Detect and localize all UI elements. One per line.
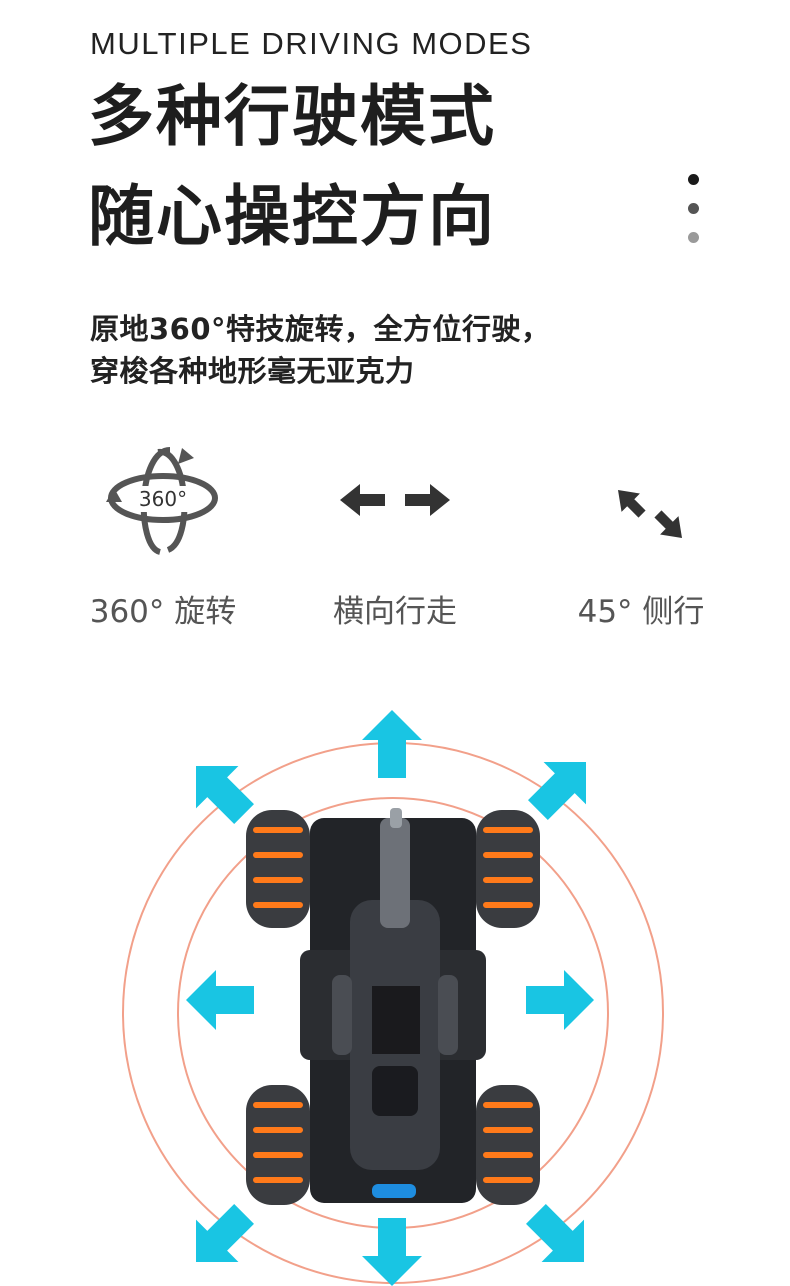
wheel-front-left [246, 810, 310, 928]
arrow-down [362, 1218, 422, 1286]
pager-dot-2[interactable] [688, 203, 699, 214]
rotate-360-icon: 360° [106, 447, 218, 555]
mode-horizontal [290, 440, 500, 560]
wheel-rear-right [476, 1085, 540, 1205]
headline-line-2: 随心操控方向 [88, 178, 496, 255]
arrow-down-right [526, 1204, 584, 1262]
arrow-left [186, 970, 254, 1030]
horizontal-arrows-icon [340, 484, 450, 516]
arrow-down-left [196, 1204, 254, 1262]
pager-dots [688, 174, 702, 261]
mode-label-horizontal: 横向行走 [333, 594, 457, 630]
mode-label-diagonal: 45° 侧行 [577, 594, 705, 630]
rotate-360-icon-text: 360° [139, 487, 187, 511]
eyebrow-title: MULTIPLE DRIVING MODES [90, 26, 533, 61]
pager-dot-1[interactable] [688, 174, 699, 185]
diagonal-arrows-icon [618, 490, 682, 538]
car-scene-illustration [122, 710, 664, 1286]
description-line-1: 原地360°特技旋转，全方位行驶， [90, 312, 551, 346]
mode-rotate-360: 360° [58, 440, 268, 560]
wheel-rear-left [246, 1085, 310, 1205]
description-line-2: 穿梭各种地形毫无亚克力 [90, 354, 415, 388]
arrow-up-right [528, 762, 586, 820]
arrow-up-left [196, 766, 254, 824]
arrow-right [526, 970, 594, 1030]
wheel-front-right [476, 810, 540, 928]
arrow-up [362, 710, 422, 778]
headline-line-1: 多种行驶模式 [88, 78, 496, 155]
mode-diagonal [536, 440, 746, 560]
pager-dot-3[interactable] [688, 232, 699, 243]
stunt-car-image [300, 808, 486, 1203]
mode-label-rotate: 360° 旋转 [89, 594, 237, 630]
